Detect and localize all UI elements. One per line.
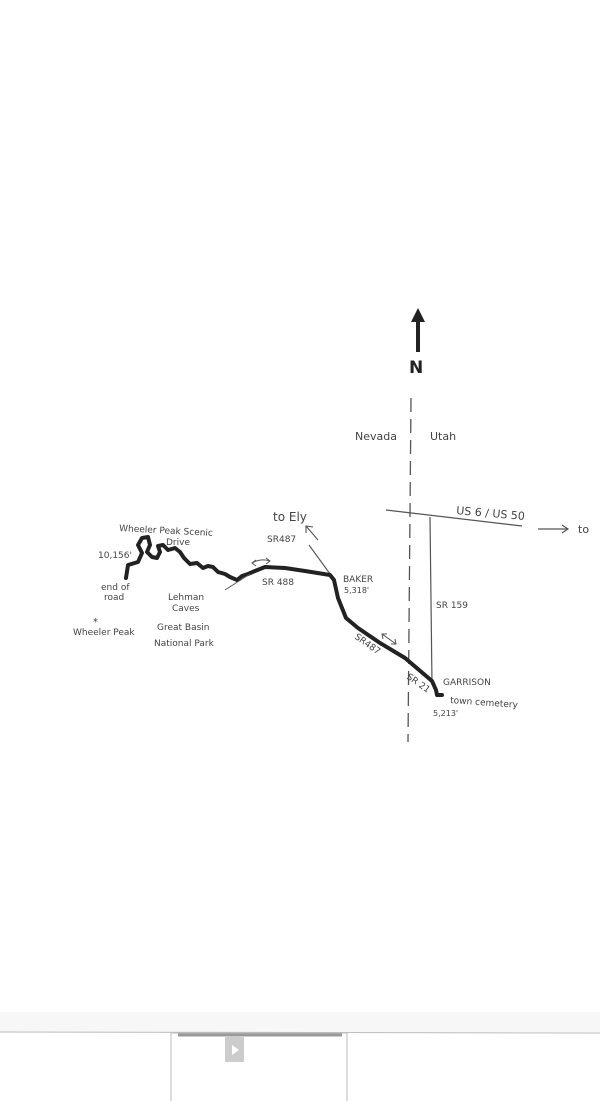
video-placeholder-box <box>170 1032 348 1101</box>
film-video-icon <box>225 1036 244 1062</box>
state-utah-label: Utah <box>430 430 456 443</box>
state-nevada-label: Nevada <box>355 430 397 443</box>
scenic-drive-label-2: Drive <box>166 538 190 548</box>
north-arrow-icon <box>411 308 425 352</box>
two-way-arrow-icon <box>381 633 397 645</box>
arrow-east-icon <box>538 524 570 534</box>
route-line <box>124 535 444 697</box>
state-border-line <box>407 397 412 743</box>
sr487-north-road <box>308 544 334 579</box>
end-elevation: 10,156' <box>98 551 132 561</box>
to-east-label: to <box>578 523 589 536</box>
park-label-2: National Park <box>154 639 215 649</box>
garrison-label: GARRISON <box>443 678 491 688</box>
baker-label: BAKER <box>343 575 373 585</box>
peak-star-icon: * <box>93 617 98 628</box>
sr488-label: SR 488 <box>262 578 294 588</box>
lehman-caves-label-2: Caves <box>172 604 200 614</box>
scan-shadow <box>0 1012 600 1032</box>
park-label: Great Basin <box>157 623 210 633</box>
end-of-road-label: end of <box>101 583 130 593</box>
end-of-road-label-2: road <box>104 593 124 603</box>
lehman-caves-label: Lehman <box>168 593 204 603</box>
sr487-north-label: SR487 <box>267 535 296 545</box>
wheeler-peak-label: Wheeler Peak <box>73 628 135 638</box>
sr159-label: SR 159 <box>436 601 468 611</box>
arrow-to-ely-icon <box>305 525 319 541</box>
sr159-road <box>429 516 433 685</box>
north-label: N <box>409 358 423 378</box>
us6-us50-road <box>385 509 523 527</box>
us6-us50-label: US 6 / US 50 <box>456 504 526 523</box>
town-cemetery-label: town cemetery <box>450 696 519 711</box>
lehman-caves-road <box>224 573 251 591</box>
garrison-elevation: 5,213' <box>433 709 458 718</box>
two-way-arrow-icon <box>251 557 271 567</box>
scenic-drive-label: Wheeler Peak Scenic <box>119 524 213 539</box>
baker-elevation: 5,318' <box>344 586 369 595</box>
to-ely-label: to Ely <box>273 510 307 524</box>
